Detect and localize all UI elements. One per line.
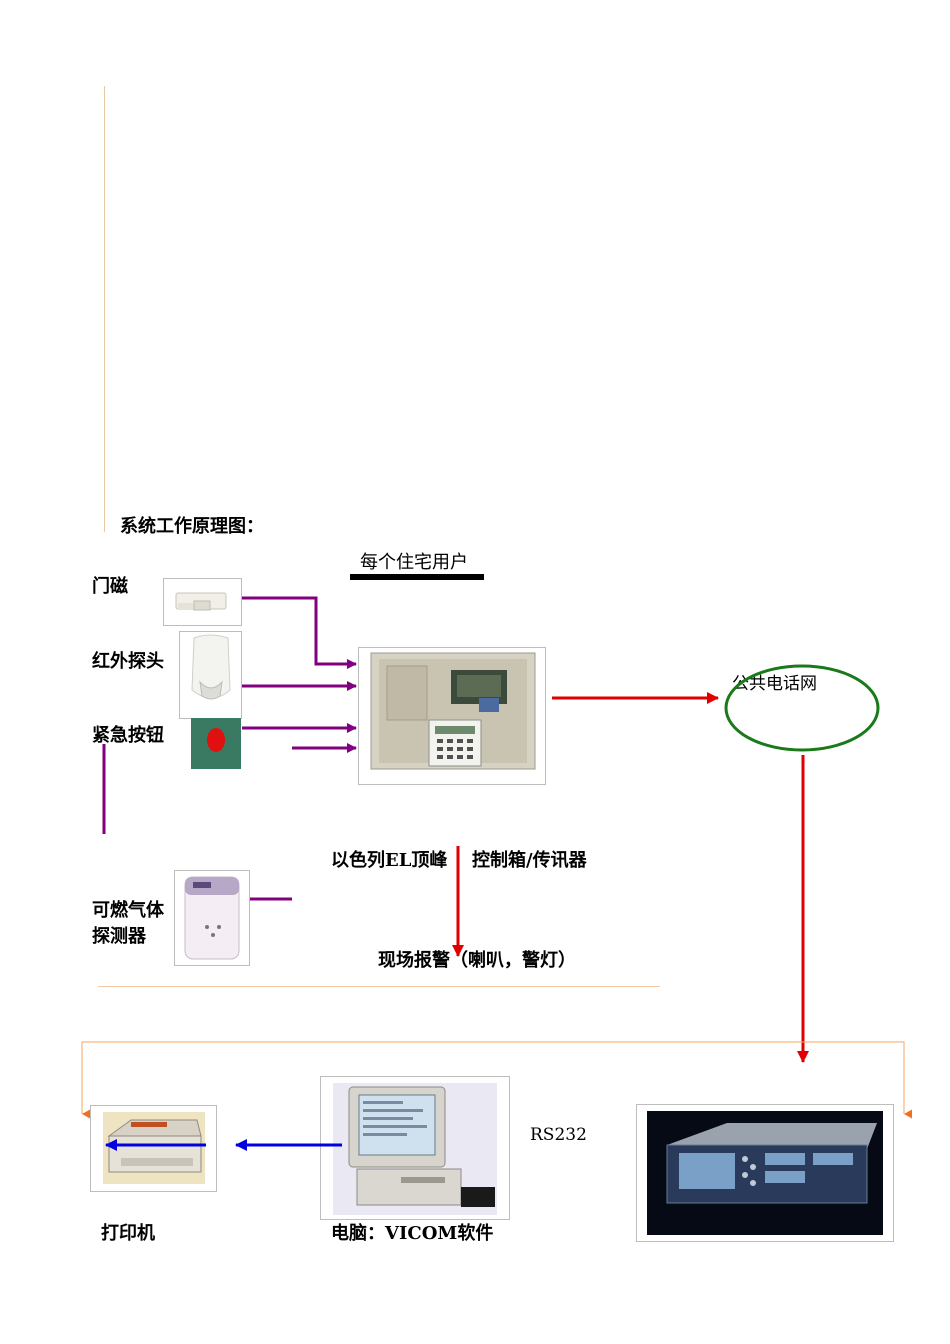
- diagram-heading: 系统工作原理图：: [120, 516, 264, 537]
- phone-network-label: 公共电话网: [732, 674, 817, 694]
- door-magnet-image: [163, 578, 242, 626]
- alarm-receiver-image: [636, 1104, 894, 1242]
- gas-detector-label-line2: 探测器: [92, 926, 146, 947]
- phone-network-ellipse: [724, 664, 880, 752]
- controller-brand-label: 以色列EL顶峰: [331, 850, 448, 871]
- margin-guide-line: [104, 86, 105, 532]
- signal-lines: [452, 692, 809, 1063]
- household-underline: [350, 574, 484, 580]
- household-label: 每个住宅用户: [360, 552, 468, 573]
- emergency-button-image: [191, 718, 241, 769]
- gas-detector-image: [174, 870, 250, 966]
- onsite-alarm-label: 现场报警（喇叭，警灯）: [378, 950, 576, 971]
- section-divider: [98, 986, 660, 987]
- door-magnet-label: 门磁: [92, 576, 128, 597]
- computer-label: 电脑：VICOM软件: [331, 1223, 494, 1244]
- infrared-label: 红外探头: [92, 651, 164, 672]
- rs232-label: RS232: [530, 1125, 587, 1145]
- controller-name-label: 控制箱/传讯器: [472, 850, 587, 871]
- emergency-button-label: 紧急按钮: [92, 725, 164, 746]
- infrared-detector-image: [179, 631, 242, 719]
- computer-image: [320, 1076, 510, 1220]
- control-box-image: [358, 647, 546, 785]
- printer-label: 打印机: [101, 1223, 155, 1244]
- gas-detector-label-line1: 可燃气体: [92, 900, 164, 921]
- output-bracket: [81, 1041, 912, 1119]
- device-wires: [102, 596, 357, 901]
- door-magnet-wire: [242, 596, 357, 669]
